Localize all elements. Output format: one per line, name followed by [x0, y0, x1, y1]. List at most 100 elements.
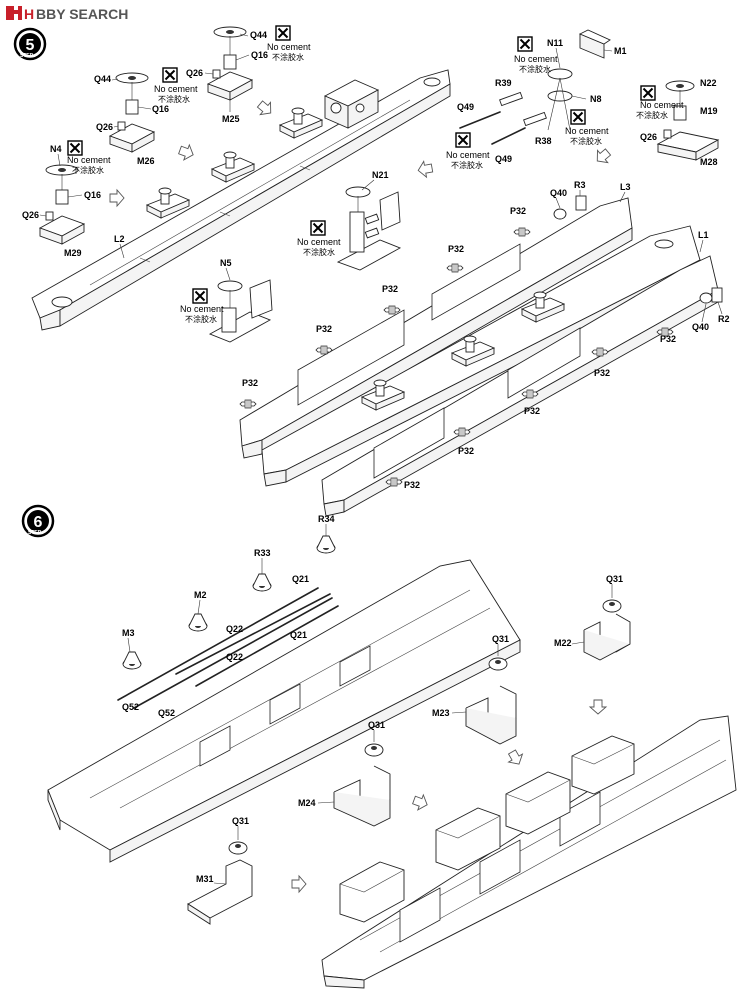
nocement-cn-5: 不涂胶水 — [451, 160, 483, 170]
label-P32-9: P32 — [458, 446, 474, 456]
label-P32-7: P32 — [594, 368, 610, 378]
label-M3: M3 — [122, 628, 135, 638]
label-Q26c: Q26 — [22, 210, 39, 220]
label-R3: R3 — [574, 180, 586, 190]
nocement-en-7: No cement — [640, 100, 684, 110]
label-M22: M22 — [554, 638, 572, 648]
label-Q52a: Q52 — [122, 702, 139, 712]
step6-word: STEP — [28, 530, 42, 536]
label-Q40a: Q40 — [550, 188, 567, 198]
nocement-en-6: No cement — [565, 126, 609, 136]
nocement-cn-3: 不涂胶水 — [72, 165, 104, 175]
label-L1: L1 — [698, 230, 709, 240]
nocement-cn-6: 不涂胶水 — [570, 136, 602, 146]
frame-step6-b — [321, 715, 737, 989]
frame-step6-a — [47, 559, 521, 863]
label-Q49a: Q49 — [457, 102, 474, 112]
label-P32-10: P32 — [404, 480, 420, 490]
brand-prefix: H — [24, 6, 34, 22]
label-N22: N22 — [700, 78, 717, 88]
frame-L2 — [31, 69, 451, 331]
gearbox — [323, 79, 380, 129]
nocement-en-9: No cement — [180, 304, 224, 314]
label-Q22a: Q22 — [226, 624, 243, 634]
step6-badge: 6 STEP — [21, 504, 55, 538]
step5-number: 5 — [26, 37, 35, 54]
assembly-M29: N4 Q16 Q26 M29 No cement 不涂胶水 — [22, 140, 111, 258]
assembly-N21: N21 No cement 不涂胶水 — [297, 170, 402, 271]
step5-badge: 5 STEP — [13, 27, 47, 61]
label-M31: M31 — [196, 874, 214, 884]
assembly-M28: N22 M19 Q26 M28 No cement 不涂胶水 — [636, 78, 720, 167]
label-M23: M23 — [432, 708, 450, 718]
label-R2: R2 — [718, 314, 730, 324]
assembly-M1: N11 M1 R39 Q49 N8 R38 Q49 No cement 不涂胶水… — [446, 29, 627, 170]
label-M25: M25 — [222, 114, 240, 124]
label-Q16b: Q16 — [152, 104, 169, 114]
label-R34: R34 — [318, 514, 335, 524]
nocement-cn-1: 不涂胶水 — [272, 52, 304, 62]
label-P32-5: P32 — [242, 378, 258, 388]
label-N5: N5 — [220, 258, 232, 268]
label-N4: N4 — [50, 144, 62, 154]
nocement-en-4: No cement — [514, 54, 558, 64]
label-Q21a: Q21 — [292, 574, 309, 584]
nocement-en-1: No cement — [267, 42, 311, 52]
label-Q44b: Q44 — [94, 74, 111, 84]
label-M26: M26 — [137, 156, 155, 166]
label-Q44a: Q44 — [250, 30, 267, 40]
label-M19: M19 — [700, 106, 718, 116]
label-R38: R38 — [535, 136, 552, 146]
nocement-en-5: No cement — [446, 150, 490, 160]
label-Q26d: Q26 — [640, 132, 657, 142]
brand-name: BBY SEARCH — [36, 6, 128, 22]
nocement-cn-2: 不涂胶水 — [158, 94, 190, 104]
label-Q31a: Q31 — [606, 574, 623, 584]
cover-M31: Q31 M31 — [187, 816, 253, 925]
label-M24: M24 — [298, 798, 316, 808]
step6-number: 6 — [34, 514, 43, 531]
label-Q40b: Q40 — [692, 322, 709, 332]
cover-M24: Q31 M24 — [298, 720, 391, 827]
label-N21: N21 — [372, 170, 389, 180]
label-R33: R33 — [254, 548, 271, 558]
nocement-cn-8: 不涂胶水 — [303, 247, 335, 257]
brand-logo: H BBY SEARCH — [6, 6, 128, 22]
frame-L3 — [239, 197, 633, 459]
label-Q22b: Q22 — [226, 652, 243, 662]
assembly-M26: Q44 Q16 Q26 M26 No cement 不涂胶水 — [94, 67, 198, 166]
nocement-cn-9: 不涂胶水 — [185, 314, 217, 324]
label-P32-3: P32 — [382, 284, 398, 294]
label-Q26a: Q26 — [186, 68, 203, 78]
label-N8: N8 — [590, 94, 602, 104]
label-Q16c: Q16 — [84, 190, 101, 200]
mounted-covers — [339, 735, 635, 923]
label-L3: L3 — [620, 182, 631, 192]
step5-word: STEP — [20, 53, 34, 59]
label-M28: M28 — [700, 157, 718, 167]
label-Q21b: Q21 — [290, 630, 307, 640]
label-Q31c: Q31 — [368, 720, 385, 730]
label-M29: M29 — [64, 248, 82, 258]
label-P32-6: P32 — [660, 334, 676, 344]
cover-M22: Q31 M22 — [554, 574, 631, 661]
assembly-M25: Q44 Q16 Q26 M25 No cement 不涂胶水 — [186, 25, 311, 124]
label-Q49b: Q49 — [495, 154, 512, 164]
nocement-cn-7: 不涂胶水 — [636, 110, 668, 120]
nocement-en-3: No cement — [67, 155, 111, 165]
nocement-en-2: No cement — [154, 84, 198, 94]
label-Q26b: Q26 — [96, 122, 113, 132]
label-M1: M1 — [614, 46, 627, 56]
assembly-N5: N5 No cement 不涂胶水 — [180, 258, 273, 343]
label-N11: N11 — [547, 38, 563, 48]
label-L2: L2 — [114, 234, 125, 244]
label-P32-1: P32 — [510, 206, 526, 216]
label-R39: R39 — [495, 78, 512, 88]
cover-M23: Q31 M23 — [432, 634, 517, 745]
nocement-en-8: No cement — [297, 237, 341, 247]
label-Q31b: Q31 — [492, 634, 509, 644]
step6-diagram: M3 M2 R33 R34 Q21 Q21 Q22 Q22 Q52 Q52 Q3… — [47, 514, 737, 989]
nocement-cn-4: 不涂胶水 — [519, 64, 551, 74]
step5-diagram: Q44 Q16 Q26 M25 No cement 不涂胶水 Q44 Q16 Q… — [22, 25, 730, 517]
